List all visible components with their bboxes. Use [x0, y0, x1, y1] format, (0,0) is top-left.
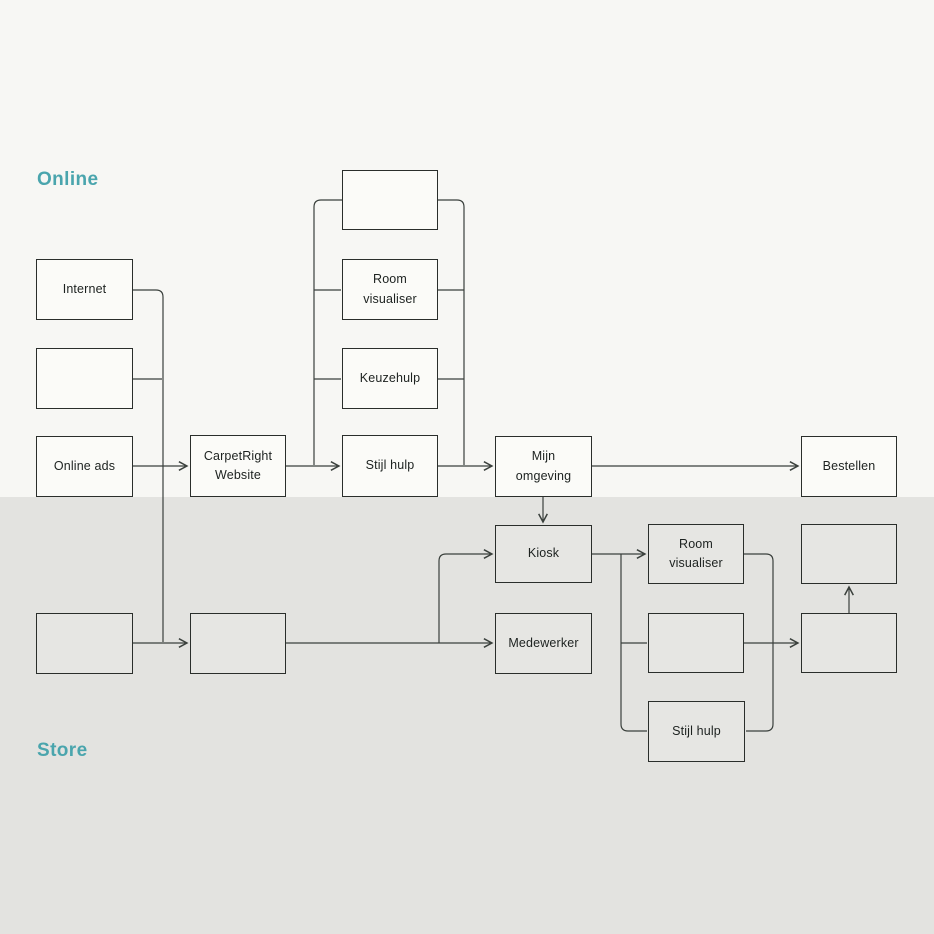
node-store-entry-1[interactable] [36, 613, 133, 674]
section-label-store: Store [37, 740, 88, 761]
node-store-stijl-hulp[interactable]: Stijl hulp [648, 701, 745, 762]
node-store-right-mid[interactable] [801, 613, 897, 673]
node-store-right-top[interactable] [801, 524, 897, 584]
node-internet-label: Internet [62, 281, 107, 296]
connector-right-rail [438, 199, 465, 465]
node-internet[interactable]: Internet [36, 259, 133, 320]
section-label-online: Online [37, 169, 99, 190]
node-room-visualiser[interactable]: Room visualiser [342, 259, 438, 320]
node-mid-top-empty[interactable] [342, 170, 438, 230]
node-kiosk-label: Kiosk [527, 546, 560, 561]
node-store-stijl-hulp-label: Stijl hulp [672, 723, 721, 738]
connector-left-rail [313, 199, 342, 465]
node-store-room-visualiser-label: Room visualiser [669, 536, 723, 570]
node-stijl-hulp[interactable]: Stijl hulp [342, 435, 438, 497]
node-keuzehulp[interactable]: Keuzehulp [342, 348, 438, 409]
node-medewerker[interactable]: Medewerker [495, 613, 592, 674]
node-mijn-omgeving-label: Mijn omgeving [515, 449, 572, 483]
node-carpetright-website[interactable]: CarpetRight Website [190, 435, 286, 497]
node-bestellen-label: Bestellen [822, 458, 876, 473]
node-store-mid-empty[interactable] [648, 613, 744, 673]
node-store-entry-2[interactable] [190, 613, 286, 674]
node-store-room-visualiser[interactable]: Room visualiser [648, 524, 744, 584]
connector-internet-down [133, 289, 164, 642]
node-room-visualiser-label: Room visualiser [363, 272, 417, 306]
connector-kiosk-branch-down [620, 554, 647, 732]
node-keuzehulp-label: Keuzehulp [359, 370, 421, 385]
node-online-ads[interactable]: Online ads [36, 436, 133, 497]
node-online-empty[interactable] [36, 348, 133, 409]
node-online-ads-label: Online ads [53, 458, 116, 473]
connector-branch-up-kiosk [438, 554, 492, 643]
node-mijn-omgeving[interactable]: Mijn omgeving [495, 436, 592, 497]
node-bestellen[interactable]: Bestellen [801, 436, 897, 497]
node-carpetright-website-label: CarpetRight Website [203, 448, 273, 482]
node-stijl-hulp-label: Stijl hulp [365, 458, 415, 473]
store-section-background [0, 497, 934, 934]
node-kiosk[interactable]: Kiosk [495, 525, 592, 583]
node-medewerker-label: Medewerker [508, 635, 579, 650]
